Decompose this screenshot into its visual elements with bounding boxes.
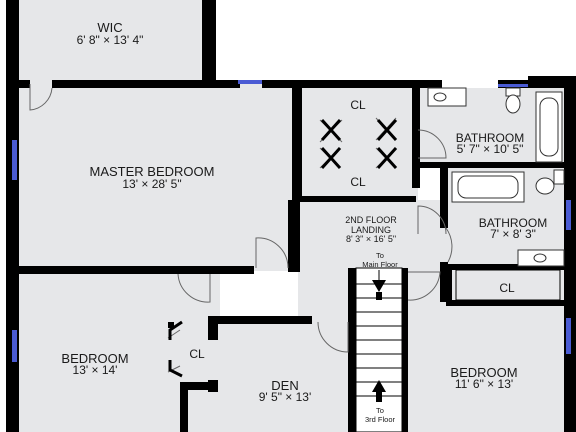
bathroom-1-name: BATHROOM — [456, 131, 524, 145]
closet-doors — [168, 118, 398, 378]
bathroom-2-dims: 7' × 8' 3" — [490, 227, 536, 241]
landing-name-2: LANDING — [351, 225, 391, 235]
den-dims: 9' 5" × 13' — [259, 390, 312, 404]
bedroom-left-name: BEDROOM — [61, 351, 128, 366]
bedroom-right-dims: 11' 6" × 13' — [455, 377, 513, 391]
stairs-to-main-2: Main Floor — [362, 260, 398, 269]
closet-upper-name: CL — [350, 98, 366, 112]
walls — [6, 0, 576, 432]
arrow-up-icon — [372, 380, 386, 392]
room-labels: WIC 6' 8" × 13' 4" MASTER BEDROOM 13' × … — [61, 20, 547, 424]
bedroom-left-dims: 13' × 14' — [73, 363, 118, 377]
closet-left-name: CL — [189, 347, 205, 361]
bathroom-1-dims: 5' 7" × 10' 5" — [457, 142, 524, 156]
wic-name: WIC — [97, 20, 122, 35]
sink-icon — [427, 87, 467, 107]
toilet-icon — [553, 169, 565, 185]
bathroom-2-name: BATHROOM — [479, 216, 547, 230]
bathroom-2-fixtures — [451, 169, 565, 267]
bedroom-right-name: BEDROOM — [450, 365, 517, 380]
master-bedroom-name: MASTER BEDROOM — [90, 164, 215, 179]
stairs-to-third-1: To — [376, 406, 384, 415]
wic-dims: 6' 8" × 13' 4" — [77, 33, 144, 47]
stairs-to-third-2: 3rd Floor — [365, 415, 396, 424]
landing-name: 2ND FLOOR — [345, 215, 397, 225]
landing-dims: 8' 3" × 16' 5" — [346, 234, 396, 244]
arrow-down-icon — [372, 280, 386, 292]
closet-shelves — [455, 269, 561, 301]
stairs-to-main-1: To — [376, 251, 384, 260]
closet-lower-name: CL — [350, 175, 366, 189]
master-bedroom-dims: 13' × 28' 5" — [122, 177, 181, 191]
bathroom-1-fixtures — [427, 87, 563, 163]
stair-arrows — [372, 280, 386, 402]
windows — [12, 80, 571, 362]
closet-right-name: CL — [499, 281, 515, 295]
den-name: DEN — [271, 378, 298, 393]
